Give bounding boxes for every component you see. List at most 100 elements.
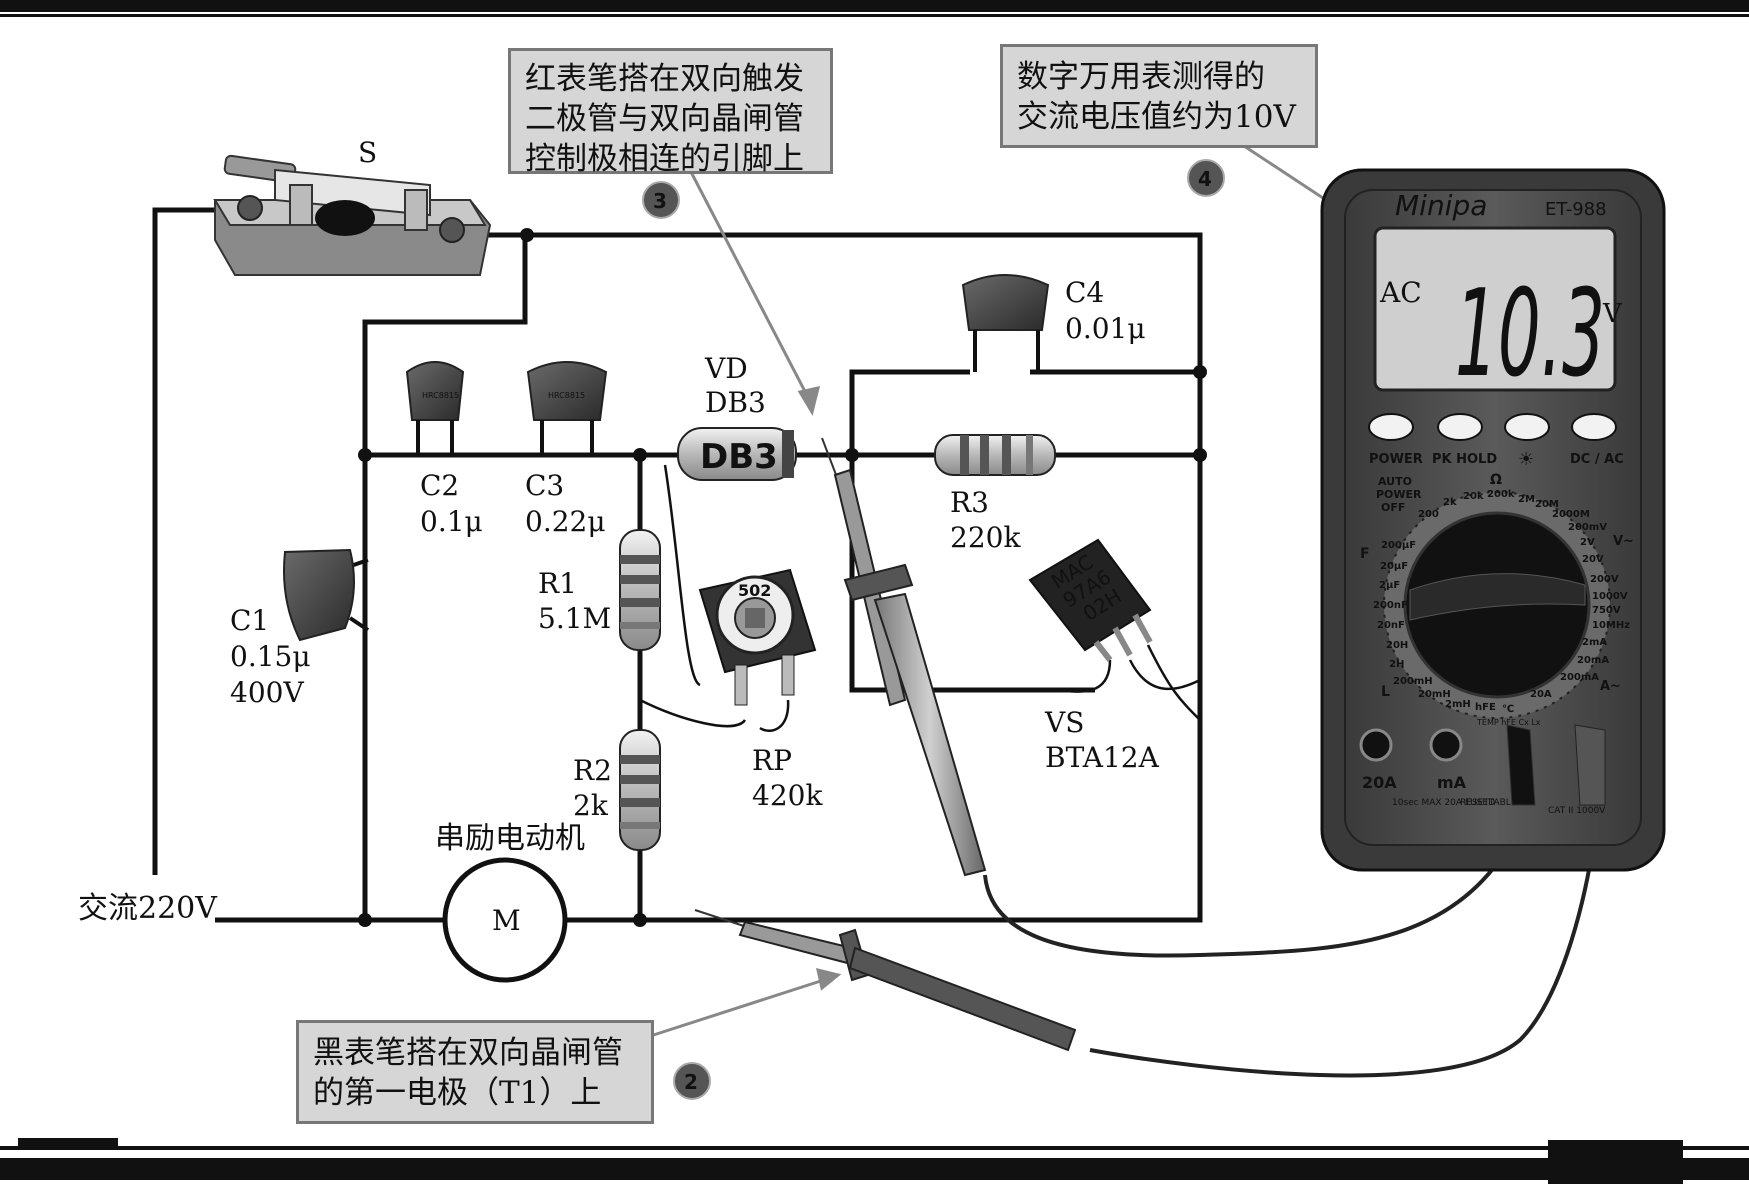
- meter-brand: Minipa: [1395, 189, 1487, 222]
- dial-vac-symbol: V~: [1613, 534, 1634, 549]
- dc-ac-button[interactable]: [1571, 413, 1617, 441]
- backlight-icon: ☀: [1518, 449, 1534, 470]
- input-jacks: 20A mA TEMP hFE Cx Lx 10sec MAX 20A FUSE…: [1359, 718, 1606, 816]
- diac-vd: DB3: [677, 427, 797, 481]
- vs-model: BTA12A: [1045, 741, 1160, 774]
- triac-vs: MAC 97A6 02H: [1028, 538, 1153, 662]
- r1-value: 5.1M: [538, 602, 611, 635]
- c4-value: 0.01μ: [1065, 312, 1146, 345]
- lcd-mode: AC: [1379, 276, 1422, 309]
- callout-black-line-2: 的第一电极（T1）上: [313, 1075, 602, 1111]
- pk-hold-label: PK HOLD: [1432, 452, 1497, 467]
- dial-a-1: 20mA: [1577, 655, 1609, 666]
- resistor-r3: [934, 434, 1056, 476]
- callout-meter-line-2: 交流电压值约为10V: [1017, 99, 1296, 135]
- resistor-r1: [619, 529, 661, 651]
- callout-black-probe: 黑表笔搭在双向晶闸管 的第一电极（T1）上: [296, 1020, 654, 1124]
- r3-name: R3: [950, 486, 989, 519]
- source-label: 交流220V: [78, 891, 218, 926]
- r2-name: R2: [573, 754, 612, 787]
- thin-leads: [639, 464, 1202, 920]
- dial-ohm-2: 20k: [1463, 491, 1484, 502]
- dial-hfe: hFE: [1475, 702, 1496, 713]
- dial-a-3: 20A: [1530, 689, 1552, 700]
- callout-red-line-3: 控制极相连的引脚上: [525, 141, 804, 177]
- c3-value: 0.22μ: [525, 505, 606, 538]
- vd-name: VD: [704, 352, 748, 385]
- callout-meter-line-1: 数字万用表测得的: [1017, 59, 1265, 95]
- rp-name: RP: [752, 744, 792, 777]
- auto-off-1: AUTO: [1378, 475, 1412, 488]
- callout-red-line-2: 二极管与双向晶闸管: [525, 101, 804, 137]
- dial-f-3: 200nF: [1373, 600, 1408, 611]
- svg-text:AUTO POWER OFF: AUTO POWER OFF: [1376, 475, 1425, 514]
- pot-marking: 502: [738, 581, 771, 600]
- c2-name: C2: [420, 469, 459, 502]
- junction-dots: [358, 228, 1207, 927]
- dial-ohm-symbol: Ω: [1490, 472, 1502, 488]
- diac-marking: DB3: [700, 437, 778, 477]
- c2-value: 0.1μ: [420, 505, 483, 538]
- dial-v-3: 200V: [1590, 574, 1619, 585]
- capacitor-c1: [283, 548, 370, 642]
- dial-l-symbol: L: [1381, 684, 1390, 700]
- dial-ohm-4: 2M: [1518, 494, 1535, 505]
- switch-s: S: [213, 136, 492, 276]
- r2-value: 2k: [573, 789, 609, 822]
- capacitor-c4: [961, 274, 1050, 372]
- jack-note-cat: CAT II 1000V: [1548, 806, 1606, 816]
- motor-caption: 串励电动机: [435, 821, 585, 856]
- dial-v-0: 200mV: [1568, 522, 1607, 533]
- svg-text:20A mA: 20A mA: [1362, 773, 1467, 792]
- vd-model: DB3: [705, 386, 766, 419]
- jack-20a[interactable]: [1359, 728, 1393, 762]
- backlight-button[interactable]: [1504, 413, 1550, 441]
- dial-f-1: 20μF: [1380, 561, 1408, 572]
- callout-black-line-1: 黑表笔搭在双向晶闸管: [313, 1035, 623, 1071]
- lcd-reading: 10.3: [1455, 265, 1605, 404]
- jack-20a-label: 20A: [1362, 773, 1397, 792]
- meter-buttons: POWER PK HOLD ☀ DC / AC: [1368, 413, 1624, 470]
- svg-text:C30.22μ: C30.22μ: [525, 469, 606, 538]
- pk-hold-button[interactable]: [1437, 413, 1483, 441]
- dial-ohm-5: 20M: [1535, 499, 1559, 510]
- jack-ma[interactable]: [1429, 728, 1463, 762]
- dial-h-4: 2mH: [1445, 699, 1471, 710]
- dial-ohm-0: 200: [1418, 509, 1439, 520]
- red-probe: [821, 437, 987, 877]
- dial-h-2: 200mH: [1393, 676, 1433, 687]
- dial-h-0: 20H: [1386, 640, 1408, 651]
- dial-v-2: 20V: [1582, 554, 1604, 565]
- dial-f-4: 20nF: [1377, 620, 1405, 631]
- c1-name: C1: [230, 604, 269, 637]
- rp-value: 420k: [752, 779, 823, 812]
- dial-ohm-6: 2000M: [1552, 509, 1590, 520]
- dial-h-3: 20mH: [1418, 689, 1451, 700]
- c4-name: C4: [1065, 276, 1104, 309]
- jack-ma-label: mA: [1437, 773, 1467, 792]
- capacitor-c2: HRC8815: [405, 361, 465, 455]
- svg-text:C40.01μ: C40.01μ: [1065, 276, 1146, 345]
- auto-off-3: OFF: [1381, 501, 1405, 514]
- callout-red-line-1: 红表笔搭在双向触发: [525, 61, 804, 97]
- auto-off-2: POWER: [1376, 488, 1422, 501]
- motor: M: [442, 857, 568, 983]
- dial-h-1: 2H: [1389, 659, 1404, 670]
- switch-label: S: [358, 136, 377, 169]
- svg-text:HRC8815: HRC8815: [422, 391, 459, 400]
- power-button[interactable]: [1368, 413, 1414, 441]
- lcd-unit: V: [1602, 299, 1623, 329]
- motor-symbol: M: [492, 904, 521, 937]
- dial-f-symbol: F: [1360, 546, 1370, 562]
- dial-v-5: 750V: [1592, 605, 1621, 616]
- potentiometer-rp: 502: [698, 568, 817, 706]
- jack-temp-label: TEMP hFE Cx Lx: [1476, 718, 1541, 727]
- probe-leads: [983, 789, 1602, 1078]
- dial-v-6: 10MHz: [1592, 620, 1630, 631]
